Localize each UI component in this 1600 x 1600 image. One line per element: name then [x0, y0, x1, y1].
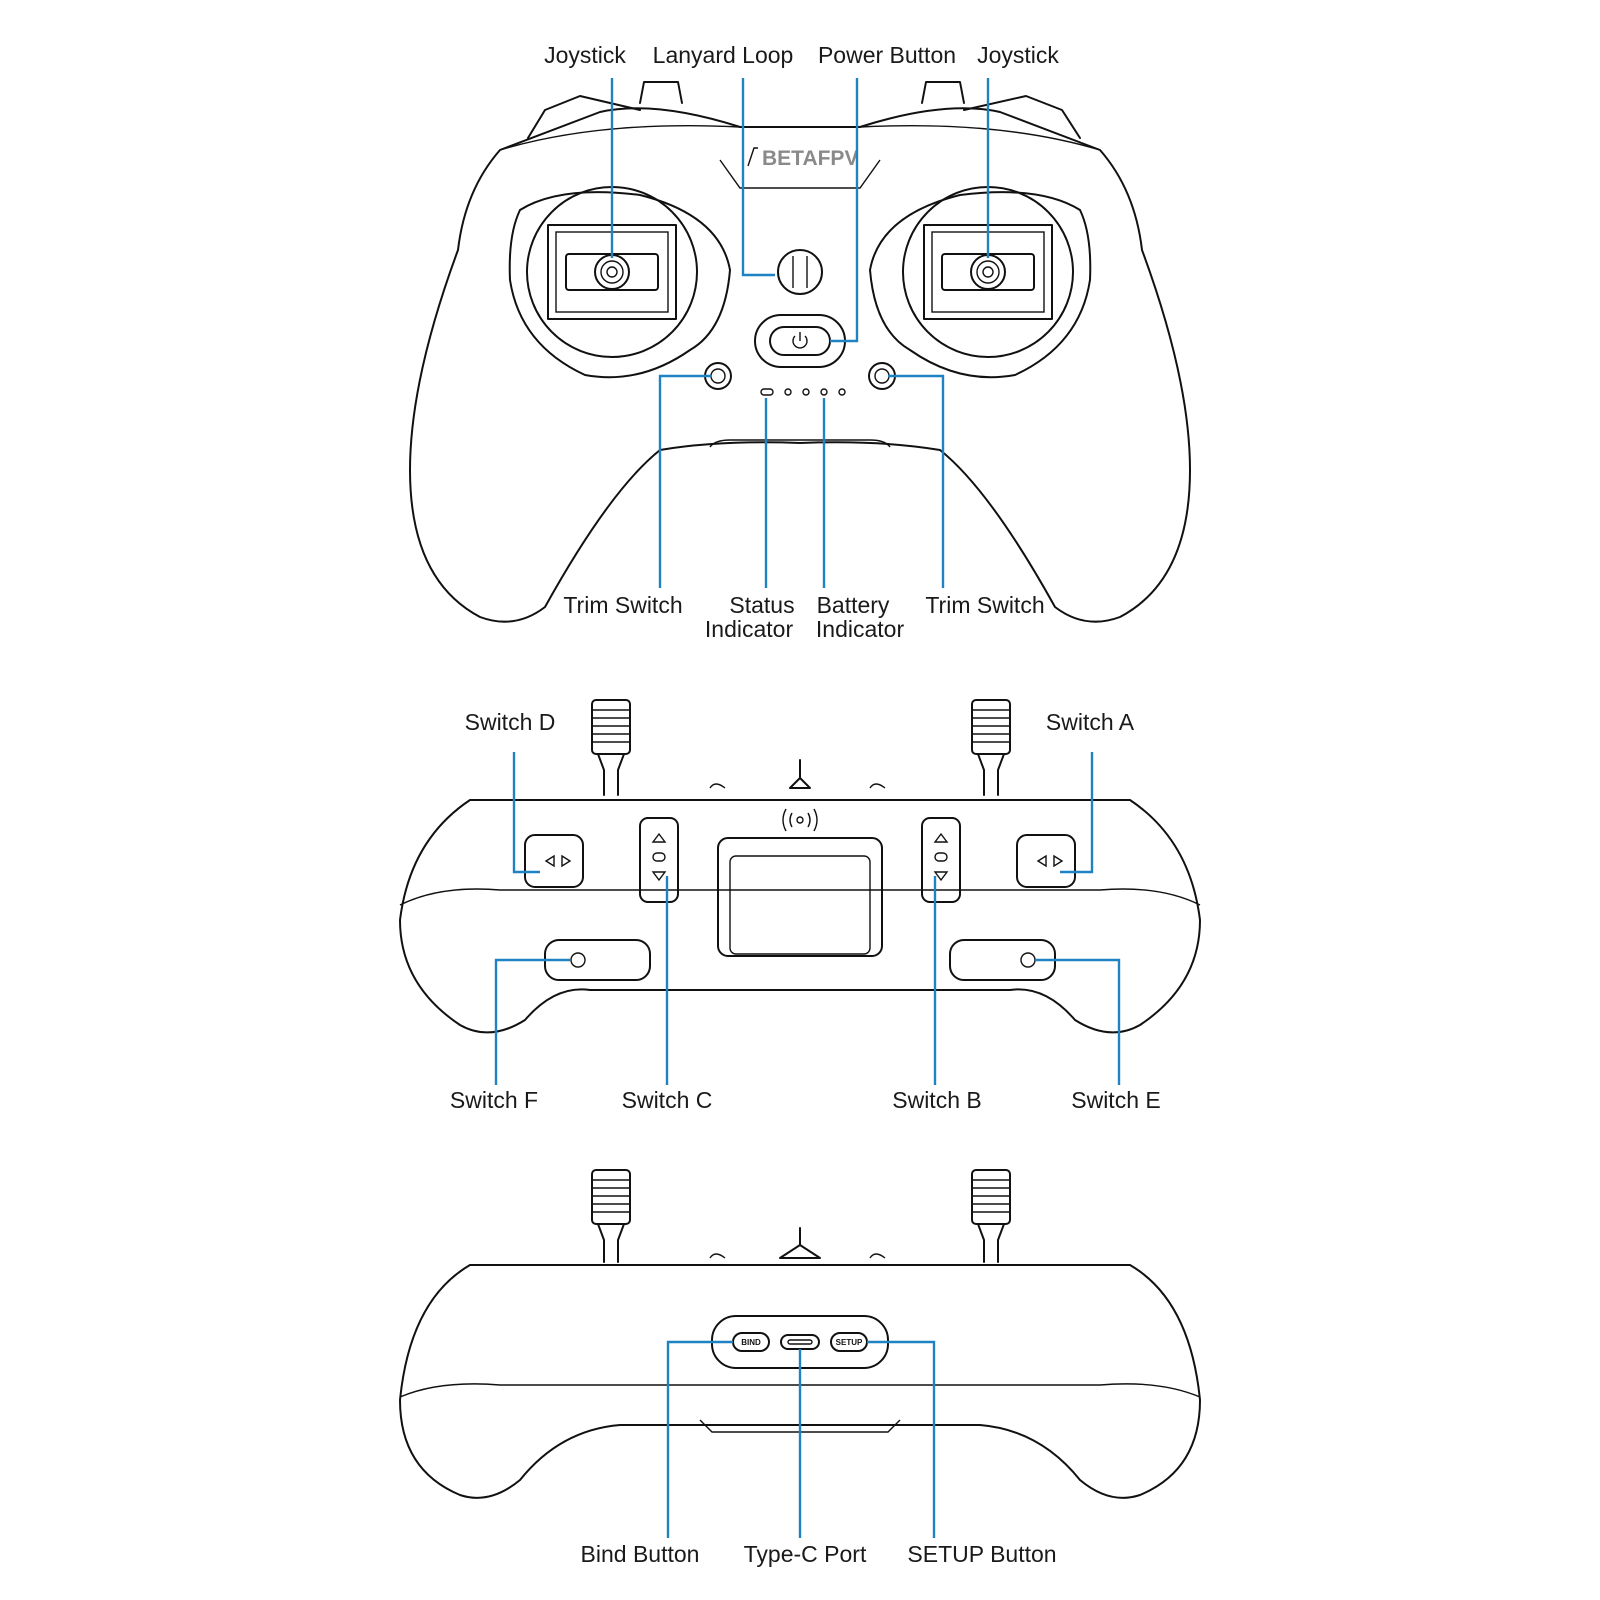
leader-switch-f [494, 958, 570, 1085]
right-stick-stem-bottom [971, 1169, 1011, 1263]
switch-c[interactable] [639, 817, 679, 903]
battery-led-2 [802, 388, 810, 396]
leader-setup-button [867, 1340, 936, 1538]
right-shoulder [963, 95, 1081, 139]
label-type-c-port: Type-C Port [744, 1541, 867, 1567]
bottom-body-outline [399, 1264, 1201, 1499]
wireless-icon [796, 816, 804, 824]
right-stick-stem [971, 699, 1011, 796]
label-switch-f: Switch F [450, 1087, 538, 1113]
switch-c-center [652, 852, 666, 862]
status-led [760, 388, 774, 396]
top-view: Switch D Switch A Switch F Switch C Swit… [399, 699, 1201, 1113]
left-stick-stem [591, 699, 631, 796]
switch-f-button-icon [570, 952, 586, 968]
top-body-seam [399, 888, 1201, 906]
switch-d-arrows-icon [544, 854, 572, 868]
bind-button-text: BIND [741, 1338, 761, 1347]
brand-text: BETAFPV [762, 147, 858, 170]
label-switch-b: Switch B [892, 1087, 981, 1113]
label-switch-d: Switch D [465, 709, 556, 735]
label-lanyard-loop: Lanyard Loop [653, 42, 794, 68]
battery-led-1 [784, 388, 792, 396]
label-switch-e: Switch E [1071, 1087, 1160, 1113]
label-status-indicator-1: Status [729, 592, 794, 618]
leader-switch-e [1036, 958, 1121, 1085]
label-bind-button: Bind Button [581, 1541, 700, 1567]
leader-bind-button [666, 1340, 733, 1538]
switch-e-button-icon [1020, 952, 1036, 968]
label-switch-a: Switch A [1046, 709, 1135, 735]
label-trim-switch-right: Trim Switch [925, 592, 1044, 618]
front-lower-notch [709, 439, 891, 448]
switch-a-arrows-icon [1036, 854, 1064, 868]
wireless-waves [782, 808, 818, 832]
left-stick-icon [594, 254, 630, 290]
label-joystick-left: Joystick [544, 42, 626, 68]
leader-power-button [830, 78, 859, 343]
trim-knobs-top [709, 783, 886, 789]
left-stick-cap [600, 260, 624, 284]
front-body-outline [409, 107, 1191, 623]
lanyard-loop-bar [792, 256, 808, 288]
right-gimbal-bar [941, 253, 1035, 291]
switch-a[interactable] [1016, 834, 1076, 888]
leader-lanyard-loop [741, 78, 775, 277]
right-trim-knob-icon [874, 368, 890, 384]
leader-switch-a [1060, 752, 1094, 874]
leader-trim-left [658, 374, 712, 588]
switch-c-arrows-icon [651, 832, 667, 882]
switch-b-center [934, 852, 948, 862]
lanyard-loop-top [789, 759, 811, 789]
front-top-edge [499, 124, 1101, 151]
type-c-port-tongue [787, 1339, 813, 1345]
left-stick-stem-bottom [591, 1169, 631, 1263]
battery-led-3 [820, 388, 828, 396]
left-trim-knob-icon [710, 368, 726, 384]
power-icon [792, 332, 808, 349]
left-shoulder-tab [639, 81, 683, 104]
type-c-port[interactable] [780, 1334, 820, 1350]
bottom-view: BIND SETUP Bind Button Type-C Port SETUP… [399, 1169, 1201, 1567]
right-shoulder-tab [921, 81, 965, 104]
right-gimbal-housing [869, 191, 1092, 379]
brand-logo-icon [747, 147, 758, 167]
top-body-outline [399, 799, 1201, 1034]
battery-led-4 [838, 388, 846, 396]
front-view: BETAFPV [409, 42, 1191, 642]
switch-b-arrows-icon [933, 832, 949, 882]
right-stick-center [982, 266, 994, 278]
right-stick-icon [970, 254, 1006, 290]
left-gimbal-bar [565, 253, 659, 291]
left-stick-center [606, 266, 618, 278]
label-trim-switch-left: Trim Switch [563, 592, 682, 618]
leader-switch-d [512, 752, 540, 874]
label-switch-c: Switch C [622, 1087, 713, 1113]
leader-trim-right [888, 374, 945, 588]
label-setup-button: SETUP Button [907, 1541, 1056, 1567]
label-battery-indicator-2: Indicator [816, 616, 905, 642]
screen [729, 855, 871, 955]
label-joystick-right: Joystick [977, 42, 1059, 68]
switch-b[interactable] [921, 817, 961, 903]
right-stick-cap [976, 260, 1000, 284]
switch-d[interactable] [524, 834, 584, 888]
left-shoulder [527, 95, 641, 139]
screen-bezel [717, 837, 883, 957]
trim-knobs-bottom [709, 1253, 886, 1259]
setup-button-text: SETUP [836, 1338, 863, 1347]
lanyard-loop-bottom [779, 1227, 821, 1259]
label-battery-indicator-1: Battery [817, 592, 890, 618]
lanyard-loop-icon [777, 249, 823, 295]
left-gimbal-housing [508, 191, 731, 379]
front-brand-panel [719, 159, 881, 189]
label-status-indicator-2: Indicator [705, 616, 794, 642]
label-power-button: Power Button [818, 42, 956, 68]
